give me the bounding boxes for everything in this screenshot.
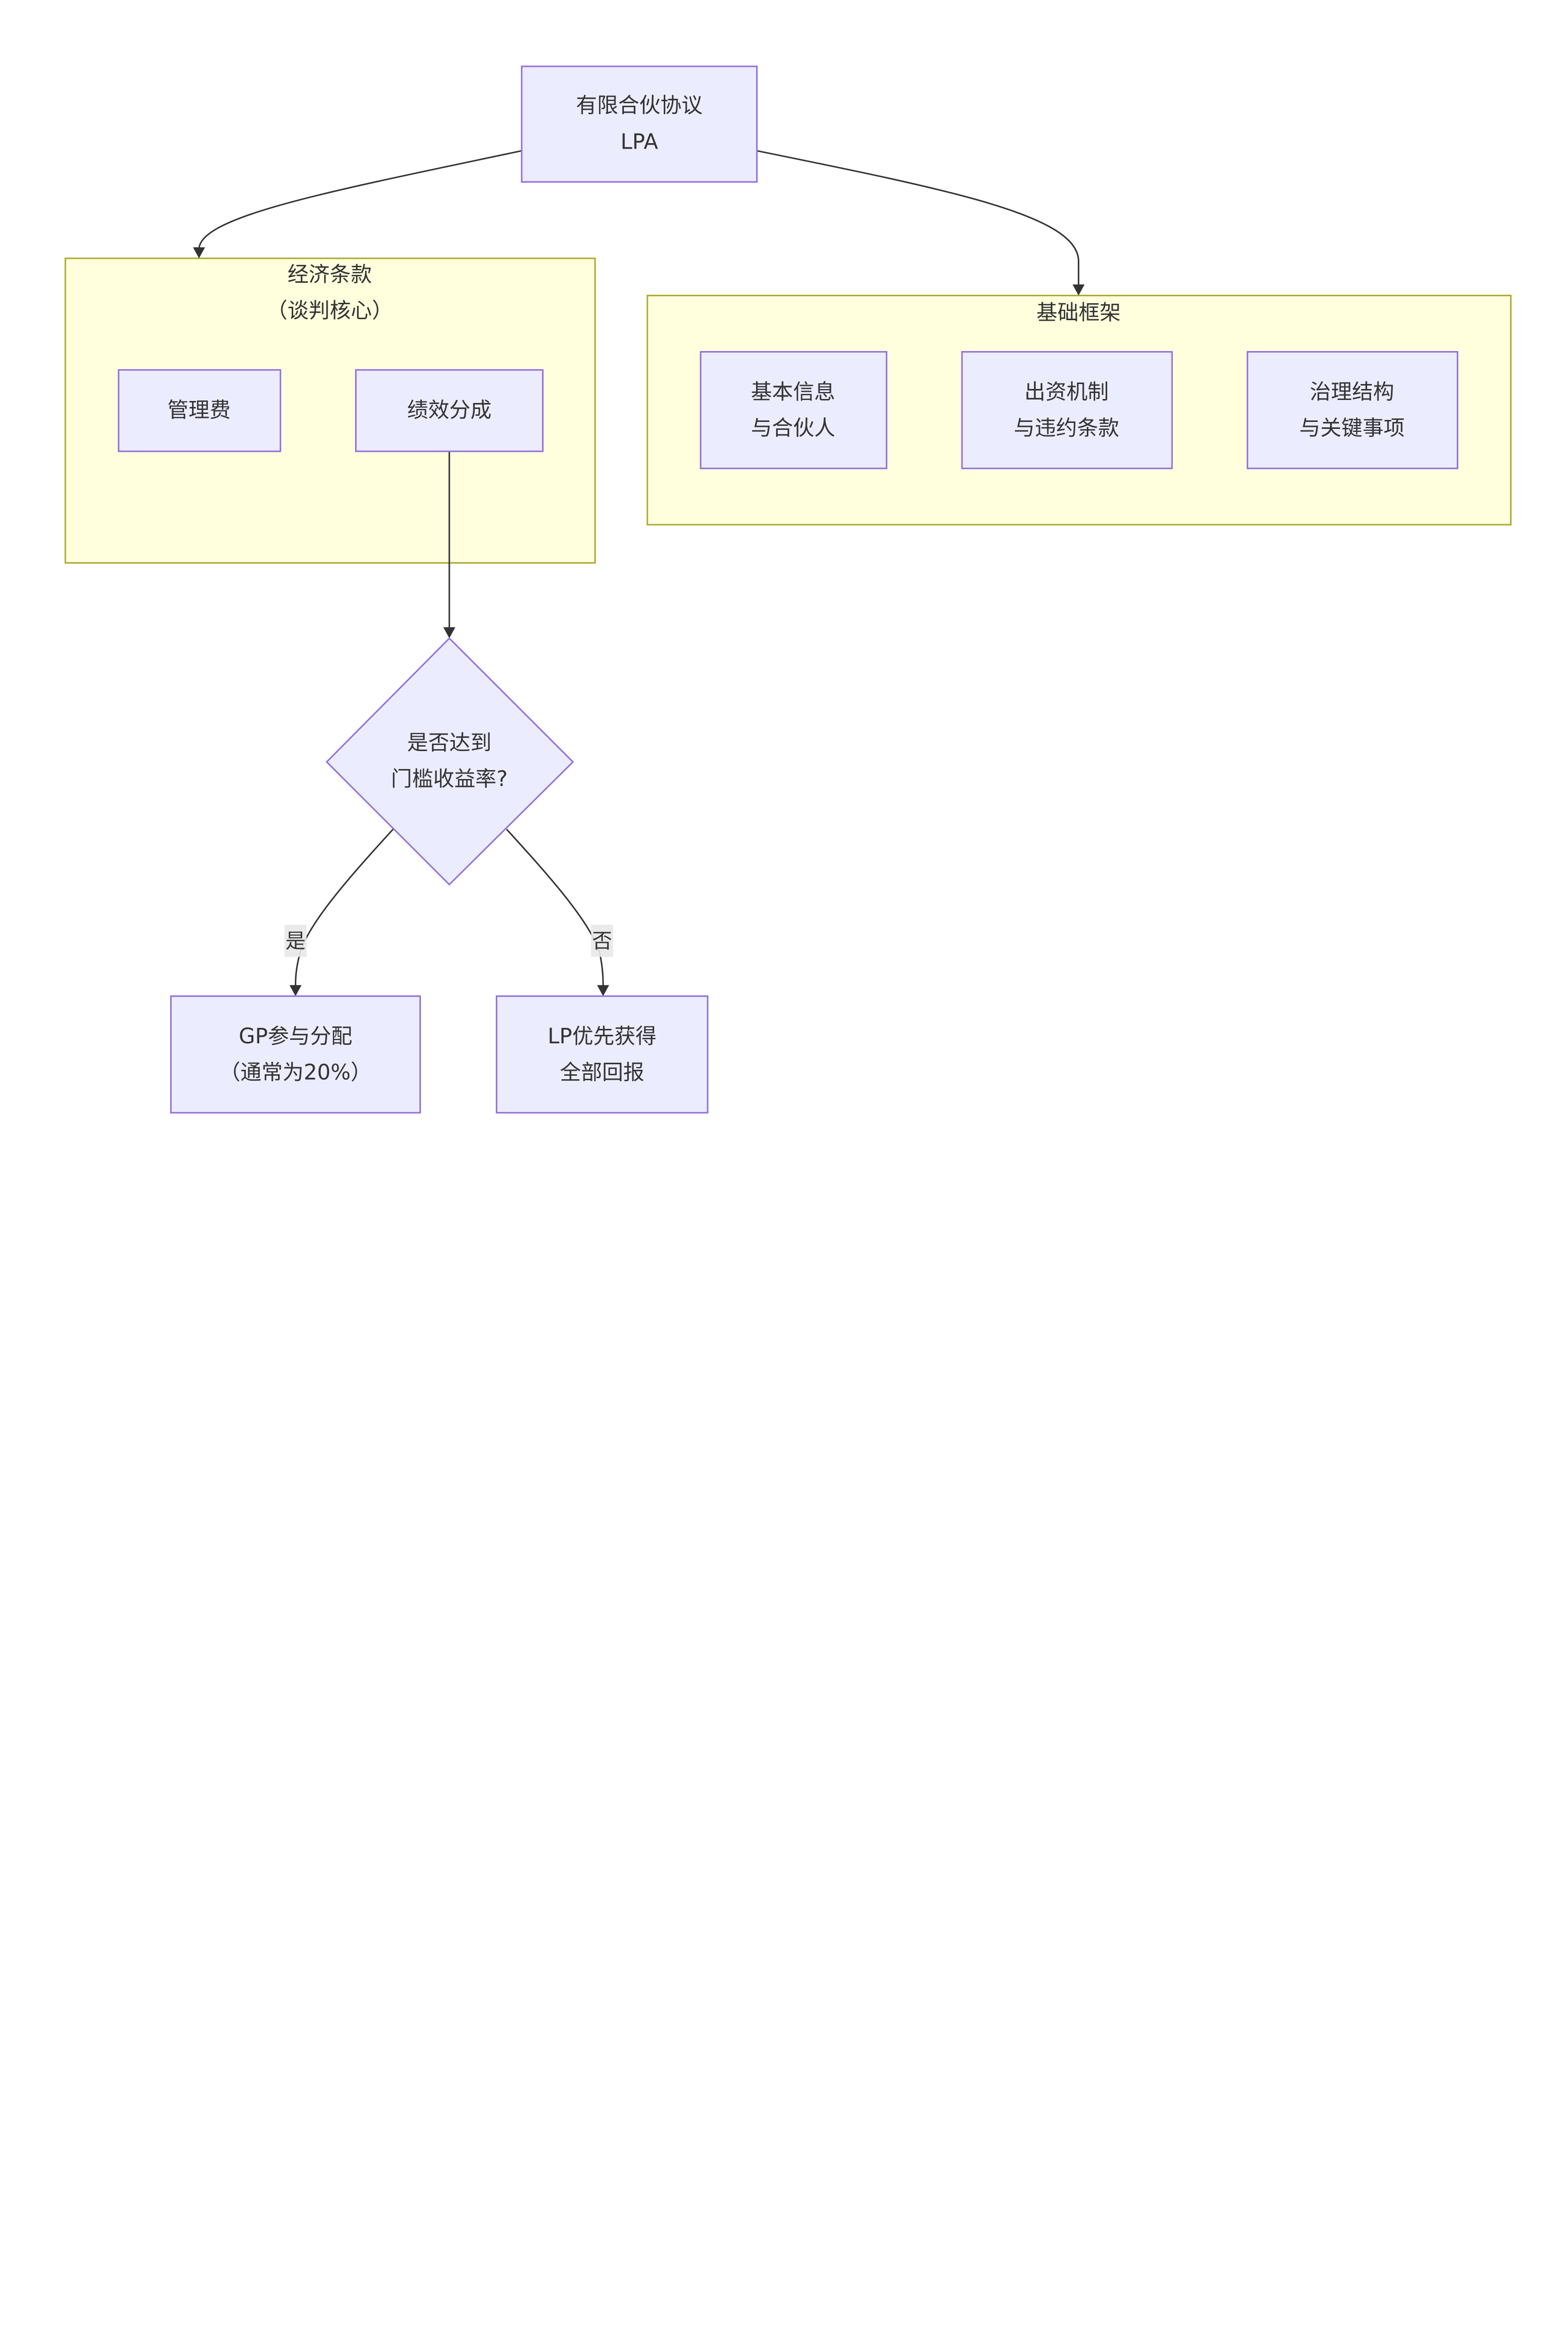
edge-decision-to-lp-priority: [506, 828, 604, 987]
node-carried-interest-box: [355, 369, 544, 452]
node-lp-priority-line2: 全部回报: [560, 1060, 644, 1085]
cluster-economic-terms-title-line2: （谈判核心）: [266, 298, 393, 323]
edge-decision-to-gp-share: [295, 828, 394, 987]
node-governance-line1: 治理结构: [1310, 380, 1394, 404]
node-gp-share: GP参与分配 （通常为20%）: [170, 995, 421, 1114]
node-governance-box: [1246, 351, 1458, 469]
node-capital-line2: 与违约条款: [1014, 416, 1120, 440]
node-basic-info-line2: 与合伙人: [751, 416, 835, 440]
node-governance: 治理结构 与关键事项: [1246, 351, 1458, 469]
edge-label-no: 否: [591, 925, 613, 957]
arrow-lp-priority: [597, 985, 609, 996]
node-lpa-box: [521, 65, 758, 183]
node-basic-info: 基本信息 与合伙人: [700, 351, 888, 469]
arrow-foundation: [1072, 284, 1085, 296]
node-lp-priority: LP优先获得 全部回报: [496, 995, 709, 1114]
cluster-foundation-title: 基础框架: [1036, 300, 1121, 325]
edge-label-no-text: 否: [592, 930, 612, 953]
node-carried-interest-label: 绩效分成: [407, 397, 491, 422]
node-lp-priority-line1: LP优先获得: [548, 1024, 656, 1048]
node-lpa-line2: LPA: [620, 129, 658, 154]
edge-lpa-to-economic-terms: [198, 150, 522, 249]
node-lp-priority-box: [496, 995, 709, 1114]
edge-label-no-bg: [591, 925, 613, 957]
node-decision-line1: 是否达到: [407, 731, 491, 755]
node-lpa: 有限合伙协议 LPA: [521, 65, 758, 183]
node-capital-line1: 出资机制: [1024, 380, 1109, 404]
edge-label-yes-bg: [284, 925, 307, 957]
edge-label-yes-text: 是: [285, 930, 305, 953]
edge-lpa-to-foundation: [757, 150, 1080, 287]
edge-label-yes: 是: [284, 925, 307, 957]
node-carried-interest: 绩效分成: [355, 369, 544, 452]
node-basic-info-box: [700, 351, 888, 469]
arrow-gp-share: [289, 985, 302, 996]
node-management-fee-box: [118, 369, 281, 452]
node-decision-line2: 门槛收益率?: [391, 767, 508, 791]
node-management-fee: 管理费: [118, 369, 281, 452]
node-gp-share-line2: （通常为20%）: [219, 1060, 372, 1085]
arrow-economic-terms: [193, 247, 205, 258]
node-decision: 是否达到 门槛收益率?: [325, 637, 574, 886]
node-basic-info-line1: 基本信息: [751, 380, 835, 404]
cluster-economic-terms-title-line1: 经济条款: [287, 262, 372, 286]
flowchart-svg: 经济条款 （谈判核心） 基础框架 是 否: [64, 65, 1512, 1114]
node-governance-line2: 与关键事项: [1299, 416, 1405, 440]
node-gp-share-line1: GP参与分配: [239, 1024, 353, 1048]
node-decision-diamond: [325, 637, 574, 886]
node-lpa-line1: 有限合伙协议: [576, 93, 703, 118]
node-capital-box: [961, 351, 1173, 469]
node-management-fee-label: 管理费: [168, 397, 231, 422]
node-capital: 出资机制 与违约条款: [961, 351, 1173, 469]
arrow-decision: [443, 627, 456, 638]
node-gp-share-box: [170, 995, 421, 1114]
